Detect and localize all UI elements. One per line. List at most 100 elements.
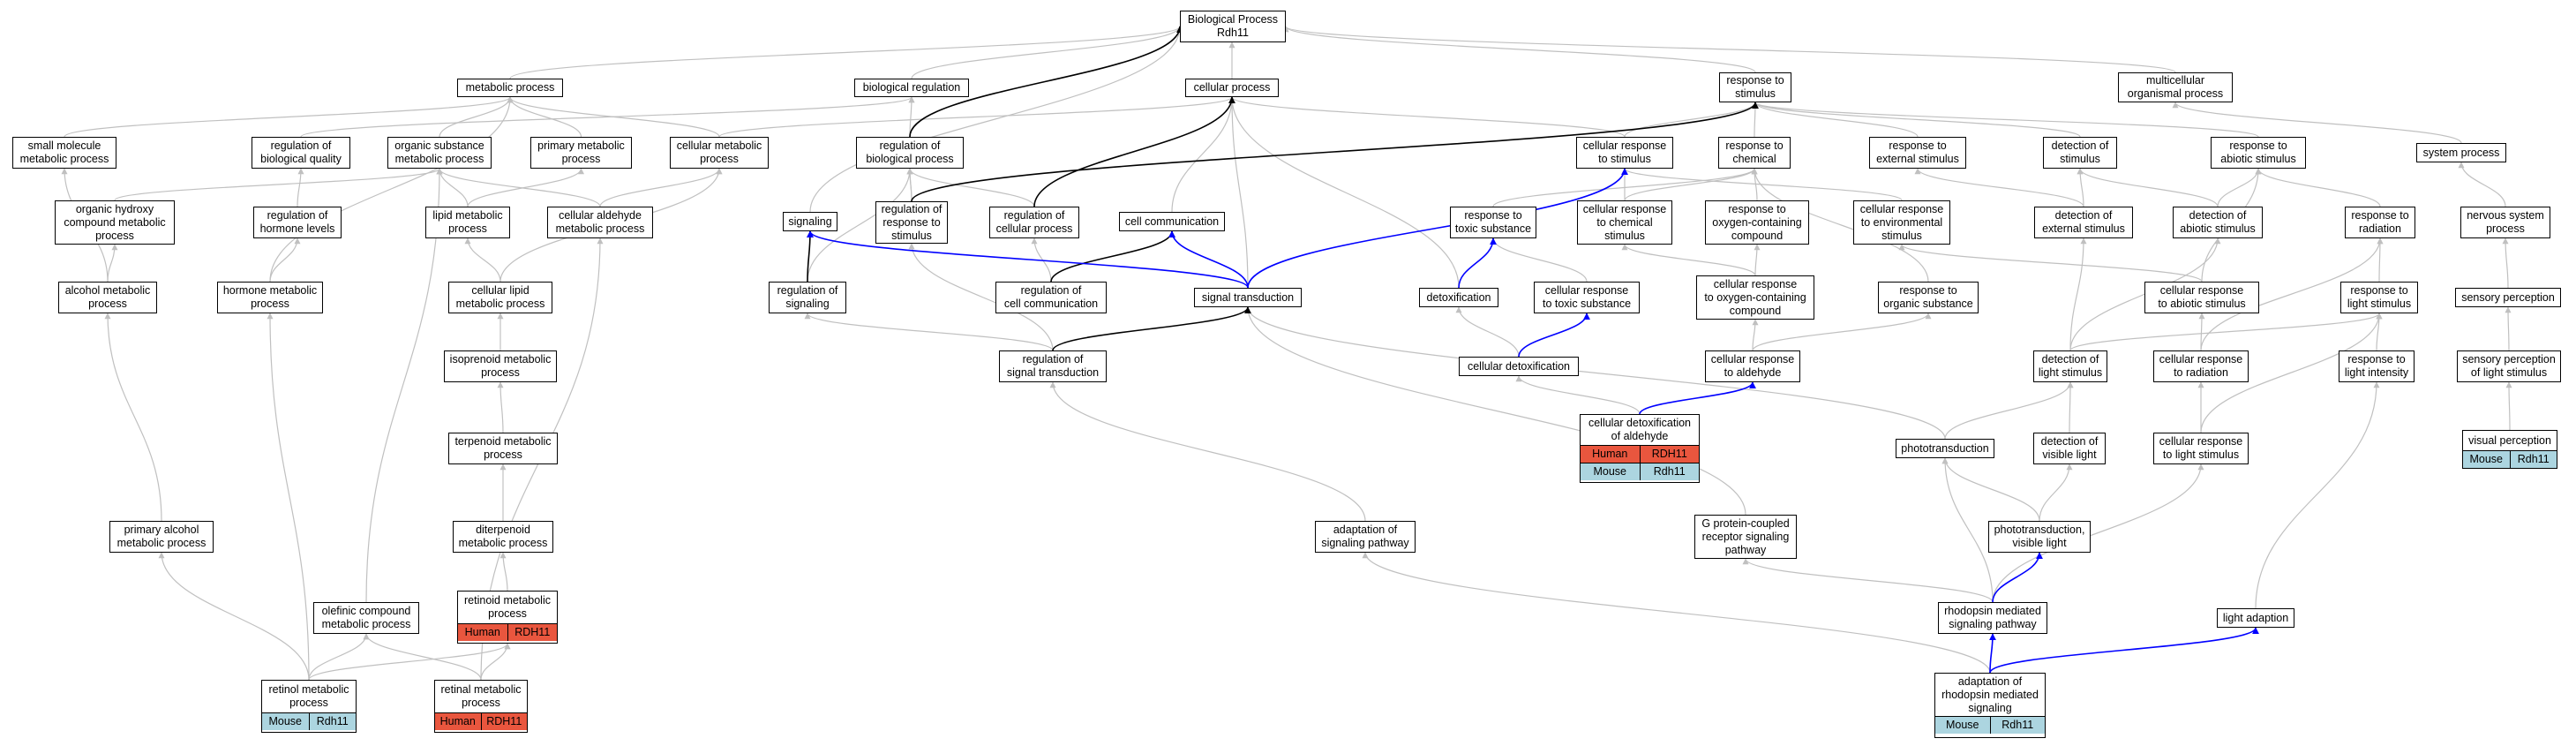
edge-sensory_light-to-sensory [2505,306,2512,351]
node-phototrans-vis[interactable]: phototransduction,visible light [1988,521,2091,553]
edge-reg_bioproc-to-root [909,26,1183,138]
gene-cell: Rdh11 [1989,716,2045,734]
edge-phototrans_vis-to-phototrans [1941,457,2040,522]
node-metabolic[interactable]: metabolic process [457,79,563,97]
node-phototrans[interactable]: phototransduction [1896,439,1994,458]
edge-reg_hormone-to-reg_bioqual [297,168,304,207]
edge-resp_toxic-to-resp_chem [1492,168,1758,207]
edge-cell_resp_rad-to-resp_radiation [2200,237,2384,351]
edge-primary_met-to-metabolic [507,96,582,138]
node-bioreg[interactable]: biological regulation [854,79,969,97]
edge-light_adapt-to-resp_light_int [2255,381,2380,609]
edge-sig_trans-to-cell_resp_stim [1247,168,1628,289]
node-detox[interactable]: detoxification [1419,288,1498,307]
node-cell-detox[interactable]: cellular detoxification [1459,357,1579,376]
edge-cell_resp_ald-to-cell_resp_oxy [1752,319,1759,351]
node-cellproc[interactable]: cellular process [1185,79,1279,97]
node-cell-comm[interactable]: cell communication [1119,212,1225,231]
edge-detect_stim-to-resp_stim [1752,102,2081,138]
edge-cell_comm-to-cellproc [1171,96,1235,213]
node-sensory[interactable]: sensory perception [2455,288,2561,307]
edge-smallmol-to-metabolic [64,96,514,138]
node-light-adapt[interactable]: light adaption [2217,608,2294,628]
node-signaling[interactable]: signaling [783,212,837,231]
edge-cell_lipid-to-lipid_met [464,237,501,283]
edge-sig_trans-to-cellproc [1228,96,1249,289]
node-sig-trans[interactable]: signal transduction [1194,288,1302,307]
edge-cell_resp_light-to-resp_light [2200,313,2383,433]
node-system-proc[interactable]: system process [2416,143,2506,162]
edge-phototrans-to-detect_light [1944,381,2074,440]
node-label: metabolic process [465,81,555,94]
gene-cell: RDH11 [1639,445,1699,463]
